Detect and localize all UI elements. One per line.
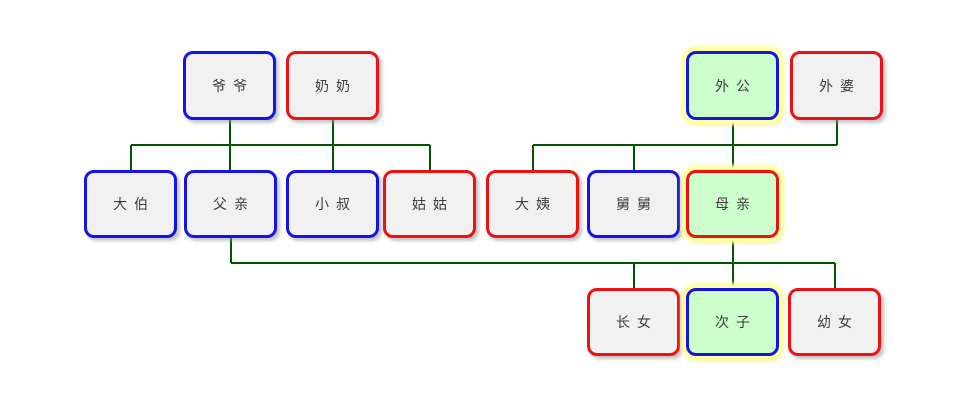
node-label: 姑姑 [412, 197, 454, 213]
node-label: 小叔 [315, 197, 357, 213]
node-label: 大姨 [515, 197, 557, 213]
node-paternal-grandfather: 爷爷 [183, 51, 276, 120]
node-label: 爷爷 [212, 78, 254, 95]
node-maternal-aunt: 大姨 [486, 170, 579, 238]
node-youngest-daughter: 幼女 [788, 288, 881, 356]
node-label: 外公 [715, 78, 757, 95]
node-father: 父亲 [184, 170, 277, 238]
node-second-son: 次子 [686, 288, 779, 356]
node-younger-paternal-uncle: 小叔 [286, 170, 379, 238]
node-paternal-aunt: 姑姑 [383, 170, 476, 238]
node-eldest-paternal-uncle: 大伯 [84, 170, 177, 238]
node-label: 外婆 [819, 78, 861, 95]
node-label: 长女 [616, 315, 658, 331]
node-maternal-grandmother: 外婆 [790, 51, 883, 120]
node-label: 幼女 [817, 315, 859, 331]
node-eldest-daughter: 长女 [587, 288, 680, 356]
node-label: 奶奶 [315, 78, 357, 95]
node-label: 母亲 [715, 197, 757, 213]
node-paternal-grandmother: 奶奶 [286, 51, 379, 120]
node-label: 父亲 [213, 197, 255, 213]
node-label: 次子 [715, 315, 757, 331]
node-maternal-grandfather: 外公 [686, 51, 779, 120]
node-mother: 母亲 [686, 170, 779, 238]
node-label: 大伯 [113, 197, 155, 213]
node-maternal-uncle: 舅舅 [587, 170, 680, 238]
node-label: 舅舅 [616, 197, 658, 213]
